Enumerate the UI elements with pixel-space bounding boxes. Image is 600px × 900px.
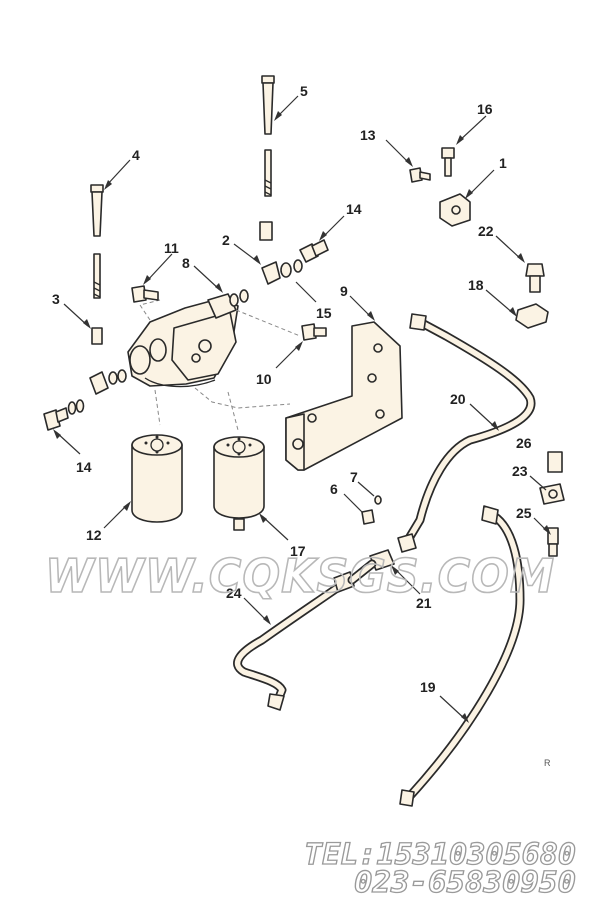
capscrew-25 (547, 527, 559, 545)
label-16: 16 (477, 101, 493, 117)
label-12: 12 (86, 527, 102, 543)
label-4: 4 (132, 147, 140, 163)
fuel-filter-canister-12 (131, 434, 183, 523)
label-19: 19 (420, 679, 436, 695)
washer-7 (374, 495, 382, 505)
label-5: 5 (300, 83, 308, 99)
capscrew-16 (441, 147, 455, 159)
long-bolt-5 (261, 75, 275, 197)
leader-lines (53, 95, 551, 723)
label-21: 21 (416, 595, 432, 611)
fuel-line-19 (399, 505, 525, 807)
label-8: 8 (182, 255, 190, 271)
tee-fitting-21 (333, 549, 395, 593)
screw-6 (361, 509, 375, 525)
label-14-lower: 14 (76, 459, 92, 475)
label-6: 6 (330, 481, 338, 497)
label-24: 24 (226, 585, 242, 601)
capscrew-13 (409, 167, 423, 183)
label-11: 11 (164, 240, 179, 256)
fuel-line-24 (233, 581, 345, 711)
watermark-phone: 023-65830950 (354, 865, 576, 899)
label-14-upper: 14 (346, 201, 362, 217)
label-2: 2 (222, 232, 230, 248)
label-7: 7 (350, 469, 358, 485)
watermark-tel: TEL:15310305680 (304, 837, 576, 871)
label-1: 1 (499, 155, 507, 171)
capscrew-11 (131, 285, 147, 303)
fuel-line-20 (397, 313, 536, 553)
label-13: 13 (360, 127, 376, 143)
capscrew-10 (301, 323, 317, 341)
figure-code: R (544, 758, 551, 768)
label-20: 20 (450, 391, 466, 407)
part-labels: 1 2 3 4 5 6 7 8 9 10 11 12 13 14 14 15 1… (52, 83, 532, 695)
filter-head (127, 293, 239, 388)
long-bolt-4 (90, 184, 104, 299)
watermark-site: WWW.CQKSGS.COM (45, 549, 555, 603)
label-26: 26 (516, 435, 532, 451)
label-15: 15 (316, 305, 332, 321)
label-10: 10 (256, 371, 272, 387)
label-22: 22 (478, 223, 494, 239)
label-3: 3 (52, 291, 60, 307)
label-17: 17 (290, 543, 306, 559)
label-9: 9 (340, 283, 348, 299)
banjo-fitting-lower (89, 371, 109, 395)
label-23: 23 (512, 463, 528, 479)
fitting-26 (547, 451, 563, 473)
fuel-filter-canister-17 (213, 436, 265, 531)
mounting-bracket (285, 321, 403, 471)
elbow-18 (515, 303, 549, 329)
fitting-3 (91, 327, 103, 345)
fitting-3-top (259, 221, 273, 241)
fitting-22 (525, 263, 545, 277)
label-25: 25 (516, 505, 532, 521)
label-18: 18 (468, 277, 484, 293)
banjo-fitting-2 (261, 261, 281, 285)
